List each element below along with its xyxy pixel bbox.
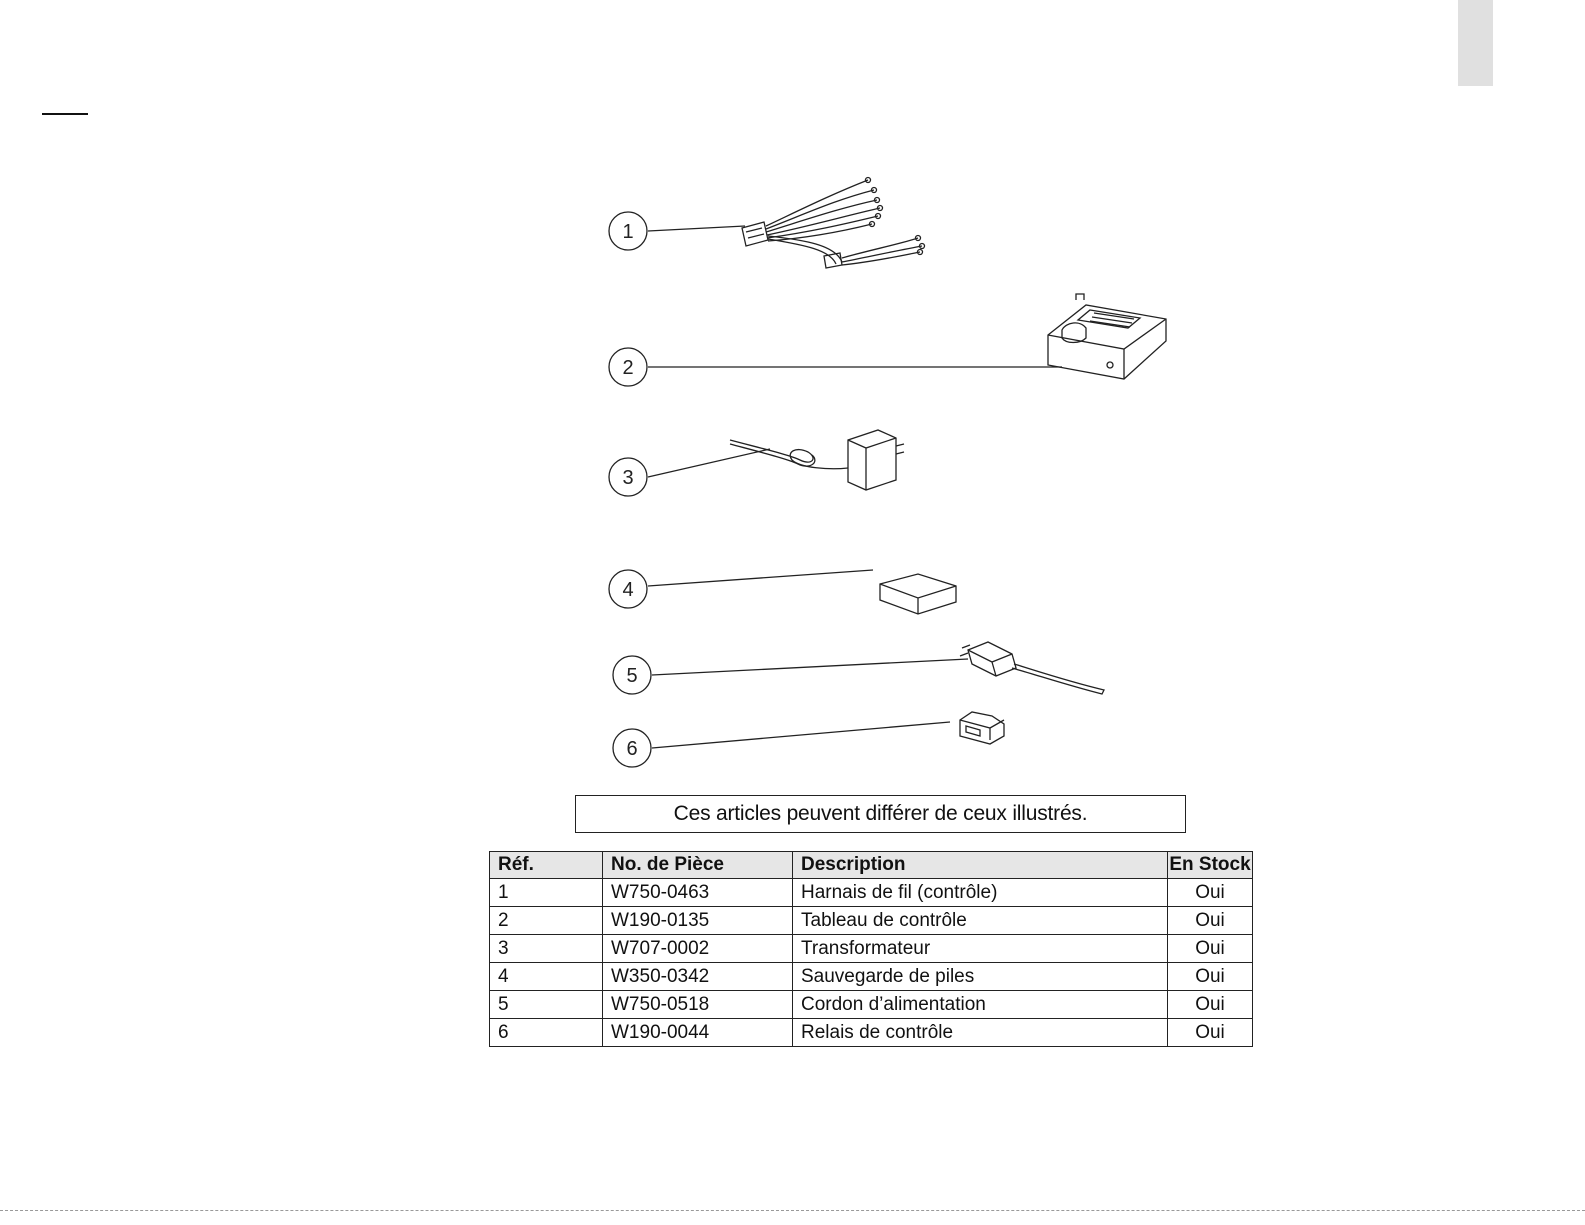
column-header-part-number: No. de Pièce: [602, 851, 793, 879]
cell-in-stock: Oui: [1167, 1018, 1253, 1047]
cell-description: Tableau de contrôle: [792, 906, 1168, 935]
callout-number-1: 1: [622, 221, 633, 243]
column-header-description: Description: [792, 851, 1168, 879]
leader-line-6: [651, 721, 951, 749]
column-header-in-stock: En Stock: [1167, 851, 1253, 879]
cell-part-number: W707-0002: [602, 934, 793, 963]
callout-number-2: 2: [622, 357, 633, 379]
callout-circle-4: [608, 569, 648, 609]
cell-in-stock: Oui: [1167, 906, 1253, 935]
callout-number-6: 6: [626, 738, 637, 760]
table-row: 2 W190-0135 Tableau de contrôle Oui: [489, 906, 1253, 935]
cell-part-number: W190-0044: [602, 1018, 793, 1047]
cell-part-number: W350-0342: [602, 962, 793, 991]
cell-ref: 5: [489, 990, 603, 1019]
callout-number-5: 5: [626, 665, 637, 687]
cell-in-stock: Oui: [1167, 962, 1253, 991]
disclaimer-note: Ces articles peuvent différer de ceux il…: [575, 795, 1186, 833]
callout-circle-3: [608, 457, 648, 497]
cell-description: Harnais de fil (contrôle): [792, 878, 1168, 907]
power-cord-drawing: [959, 641, 1105, 695]
cell-ref: 3: [489, 934, 603, 963]
cell-in-stock: Oui: [1167, 990, 1253, 1019]
callout-number-4: 4: [622, 579, 633, 601]
cell-ref: 4: [489, 962, 603, 991]
callout-circle-1: [608, 211, 648, 251]
leader-line-5: [651, 658, 969, 676]
footer-rule: [0, 1210, 1585, 1211]
callout-number-3: 3: [622, 467, 633, 489]
parts-table: Réf. No. de Pièce Description En Stock 1…: [489, 851, 1253, 1047]
callout-circle-6: [612, 728, 652, 768]
cell-description: Relais de contrôle: [792, 1018, 1168, 1047]
header-rule: [42, 113, 88, 115]
leader-line-3: [647, 448, 771, 478]
page-tab-marker: [1458, 0, 1493, 86]
cell-ref: 1: [489, 878, 603, 907]
wire-harness-drawing: [741, 176, 926, 269]
cell-description: Transformateur: [792, 934, 1168, 963]
cell-part-number: W750-0463: [602, 878, 793, 907]
leader-line-4: [647, 569, 874, 587]
battery-backup-drawing: [879, 573, 957, 615]
cell-in-stock: Oui: [1167, 934, 1253, 963]
cell-description: Sauvegarde de piles: [792, 962, 1168, 991]
control-board-drawing: [1047, 293, 1167, 380]
cell-description: Cordon d’alimentation: [792, 990, 1168, 1019]
cell-part-number: W750-0518: [602, 990, 793, 1019]
transformer-drawing: [729, 429, 905, 491]
cell-ref: 2: [489, 906, 603, 935]
callout-circle-2: [608, 347, 648, 387]
table-row: 5 W750-0518 Cordon d’alimentation Oui: [489, 990, 1253, 1019]
cell-in-stock: Oui: [1167, 878, 1253, 907]
leader-line-1: [647, 225, 746, 232]
cell-ref: 6: [489, 1018, 603, 1047]
table-row: 1 W750-0463 Harnais de fil (contrôle) Ou…: [489, 878, 1253, 907]
control-relay-drawing: [959, 711, 1005, 745]
cell-part-number: W190-0135: [602, 906, 793, 935]
table-row: 6 W190-0044 Relais de contrôle Oui: [489, 1018, 1253, 1047]
table-row: 3 W707-0002 Transformateur Oui: [489, 934, 1253, 963]
table-row: 4 W350-0342 Sauvegarde de piles Oui: [489, 962, 1253, 991]
callout-circle-5: [612, 655, 652, 695]
table-header-row: Réf. No. de Pièce Description En Stock: [489, 851, 1253, 879]
column-header-ref: Réf.: [489, 851, 603, 879]
parts-diagram: 1 2 3 4 5 6: [608, 176, 1167, 768]
